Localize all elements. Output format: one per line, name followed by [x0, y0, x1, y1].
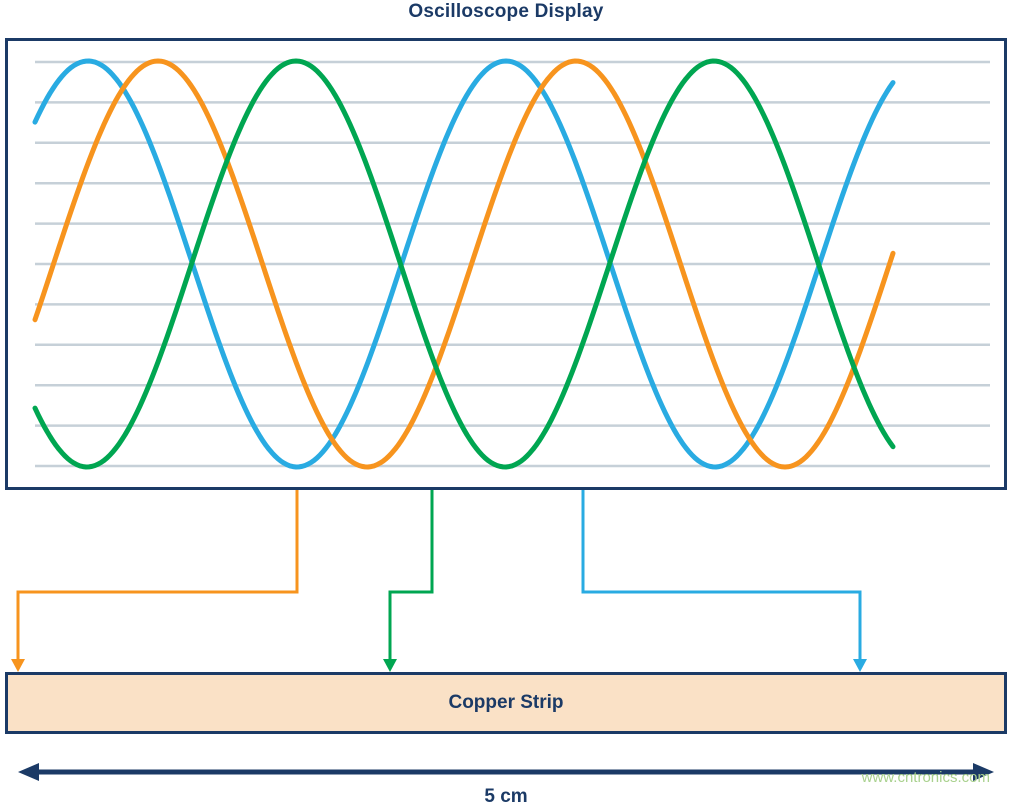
copper-strip: Copper Strip	[5, 672, 1007, 734]
page-title: Oscilloscope Display	[408, 1, 604, 22]
cyan-connector-arrowhead	[853, 659, 867, 672]
orange-connector	[16, 490, 299, 659]
dimension-label: 5 cm	[484, 786, 528, 807]
dimension-arrowhead-left	[18, 763, 39, 781]
orange-connector-arrowhead	[11, 659, 25, 672]
green-connector	[388, 490, 434, 659]
watermark-text: www.cntronics.com	[861, 769, 990, 786]
cyan-connector	[581, 490, 862, 659]
oscilloscope-display	[5, 38, 1007, 490]
copper-strip-label: Copper Strip	[448, 692, 564, 713]
green-connector-arrowhead	[383, 659, 397, 672]
